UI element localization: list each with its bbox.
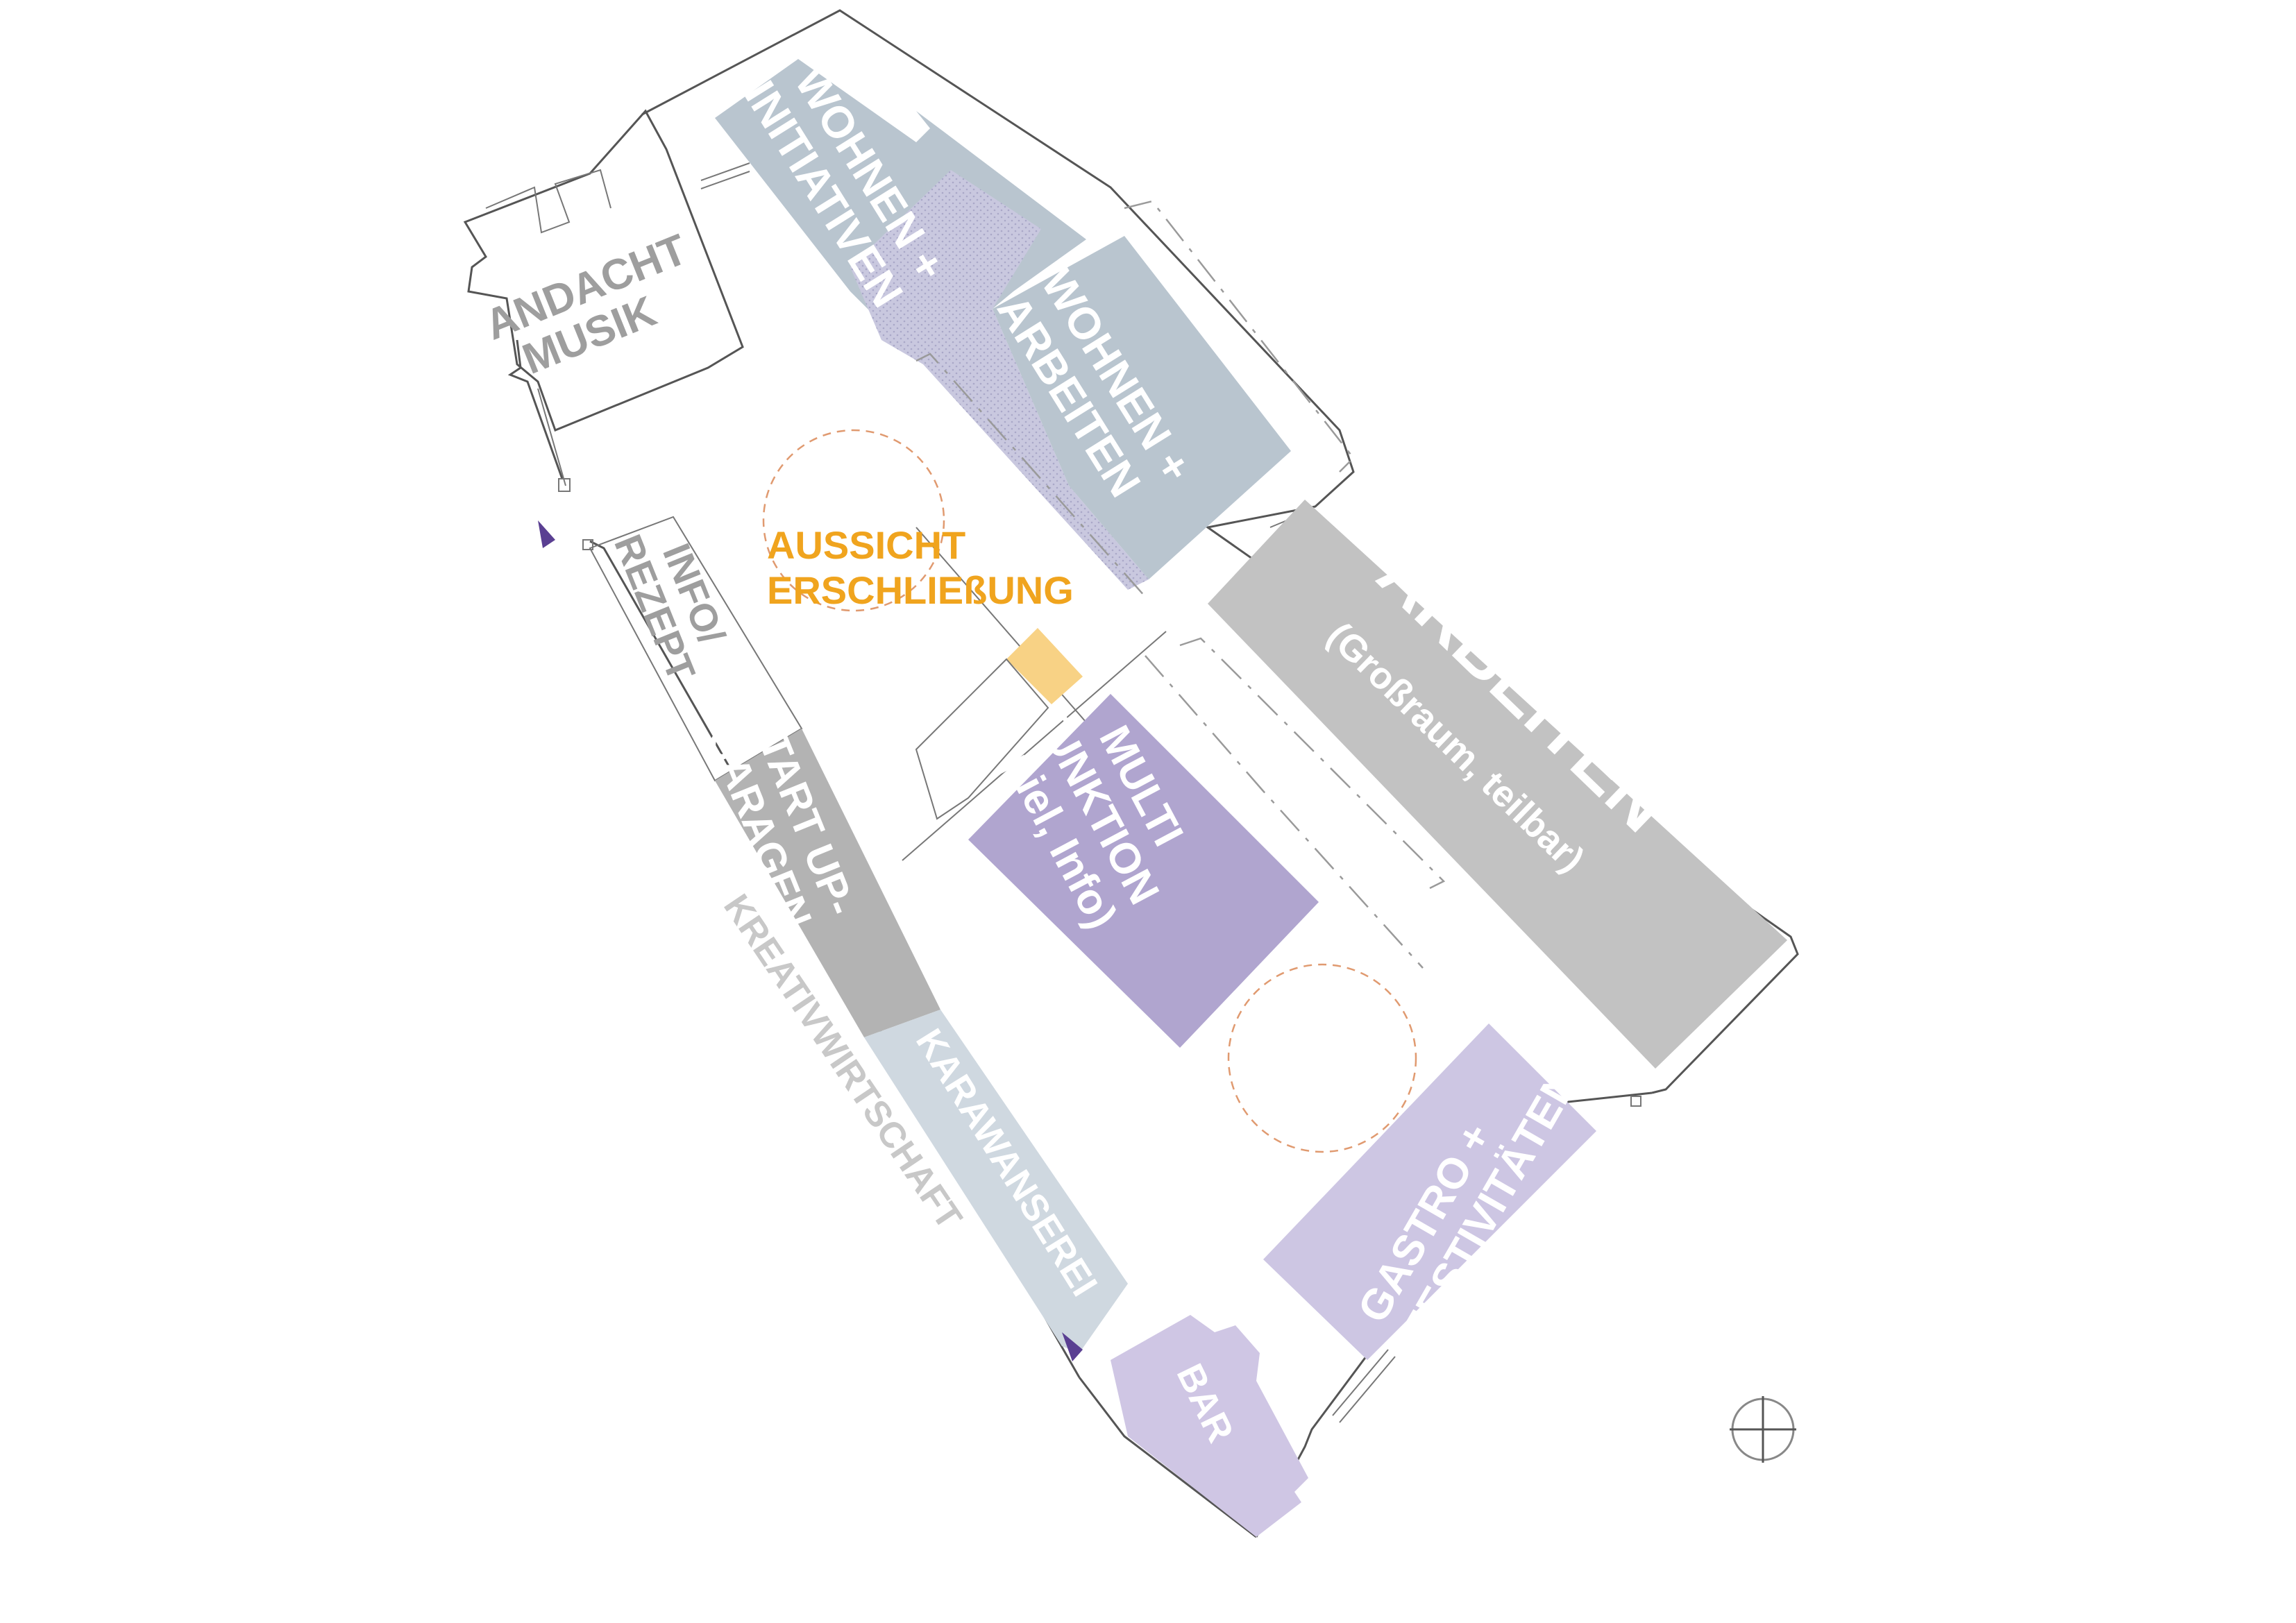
aussicht-ring xyxy=(762,429,945,612)
zone-gastro[interactable]: GASTRO + FESTIVITÄTEN xyxy=(1263,1023,1596,1423)
zone-aussicht[interactable]: AUSSICHT ERSCHLIEßUNG xyxy=(762,429,1083,820)
entrance-triangle-icon xyxy=(538,520,555,548)
svg-text:ANDACHT MUSIK: ANDACHT MUSIK xyxy=(478,221,722,391)
wohnen-arbeiten-block xyxy=(993,236,1291,579)
karawanserei-block xyxy=(864,1010,1128,1353)
aussicht-line1: AUSSICHT xyxy=(767,523,965,567)
wohnen-arbeiten-dotted xyxy=(923,309,1149,590)
zone-startup-garagen[interactable]: START UP- GARAGEN xyxy=(698,702,940,1037)
gastro-block xyxy=(1263,1023,1596,1360)
zone-andacht-musik[interactable]: ANDACHT MUSIK xyxy=(463,109,744,492)
zone-arbeiten[interactable]: ARBEITEN (Großraum, teilbar) xyxy=(1208,500,1787,1069)
aussicht-line2: ERSCHLIEßUNG xyxy=(767,568,1074,612)
arbeiten-block xyxy=(1208,500,1787,1069)
svg-text:KARAWANSEREI: KARAWANSEREI xyxy=(908,1022,1106,1304)
multifunktion-block xyxy=(968,694,1319,1048)
bar-block xyxy=(1111,1315,1308,1537)
entrance-triangle-icon xyxy=(1062,1332,1083,1361)
north-cross-icon xyxy=(1730,1396,1796,1463)
courtyard-ring xyxy=(1227,963,1417,1153)
aussicht-stair xyxy=(1006,628,1083,704)
karawanserei-line1: KARAWANSEREI xyxy=(908,1022,1106,1304)
svg-text:AUSSICHT ERSCHLIEßUNG: AUSSICHT ERSCHLIEßUNG xyxy=(767,523,1074,612)
dashed-lines xyxy=(915,200,1446,969)
zone-bar[interactable]: BAR xyxy=(1111,1315,1308,1537)
wohnen-initiativen-dotted xyxy=(850,170,1041,364)
zone-multifunktion[interactable]: MULTI FUNKTION (Spiel, Info) xyxy=(968,661,1319,1048)
startup-block xyxy=(715,729,940,1037)
svg-text:INFO/ REZEPT: INFO/ REZEPT xyxy=(606,513,743,687)
